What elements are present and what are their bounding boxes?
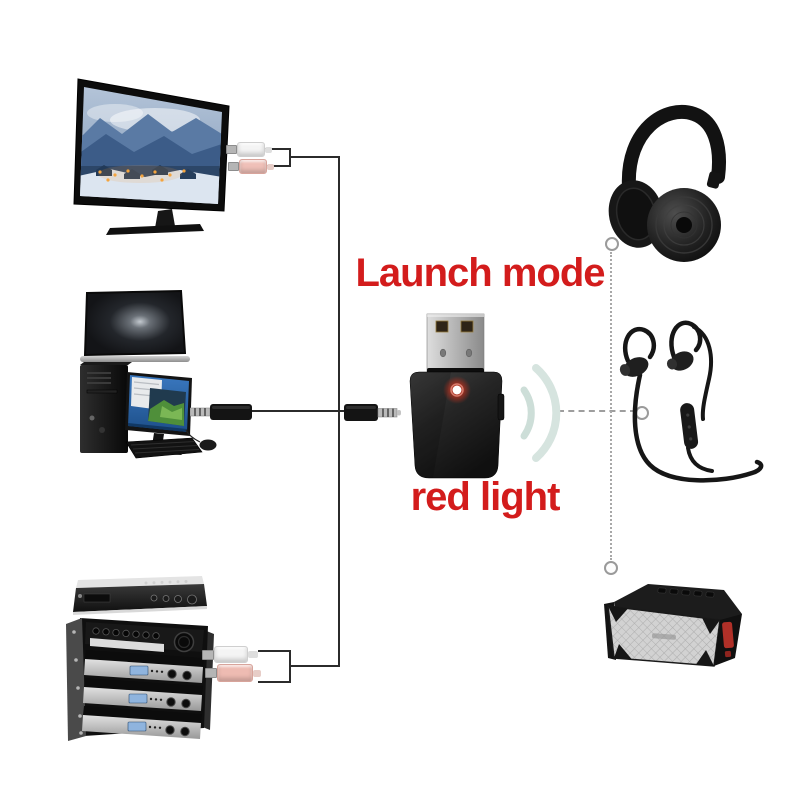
tv: [73, 78, 230, 235]
amplifier-rack: [66, 618, 214, 741]
headphones: [608, 104, 726, 262]
corner-guards: [608, 606, 720, 666]
tv-stand-base: [106, 224, 204, 235]
rca-body: [239, 159, 267, 174]
right-outer-cable: [692, 325, 714, 421]
speaker-red-latch: [722, 621, 734, 649]
aux-jack-pc: [190, 404, 252, 420]
portable-speaker: [604, 584, 742, 667]
headband: [621, 104, 726, 194]
wire-amp-bracket: [289, 650, 291, 683]
rca-body: [214, 646, 248, 663]
rca-cable-stub: [248, 651, 258, 658]
wire-amp-merge: [289, 665, 340, 667]
av-rack: [66, 576, 214, 741]
rca-tip: [202, 649, 214, 660]
left-cable-loop: [632, 372, 764, 483]
rca-tip: [205, 668, 217, 678]
laptop-screen: [83, 289, 187, 357]
wire-tv-white: [260, 148, 291, 150]
tv-stand-neck: [155, 209, 175, 228]
wireless-dotted-bus: [610, 252, 612, 560]
right-ear-hook: [669, 320, 703, 360]
laptop: [80, 289, 190, 362]
pc-tower: [80, 365, 128, 453]
pairing-button: [497, 393, 505, 421]
amp-unit: [84, 650, 204, 683]
amp-rca-white-plug: [202, 646, 258, 663]
wireless-node-speaker: [604, 561, 618, 575]
rca-body: [237, 142, 265, 157]
earbuds: [619, 320, 764, 483]
mouse: [199, 439, 217, 451]
rca-tip: [228, 162, 239, 171]
usb-plug: [426, 313, 485, 373]
amp-unit: [82, 706, 202, 739]
wireless-node-headphones: [605, 237, 619, 251]
right-ear-cup: [647, 188, 721, 262]
wireless-waves-icon: [520, 364, 561, 462]
desktop-pc: [80, 362, 217, 459]
keyboard: [125, 437, 203, 459]
aux-jack-adapter: [344, 404, 401, 421]
left-ear-hook: [622, 326, 657, 364]
tv-rca-red-plug: [228, 159, 274, 174]
tv-screen: [80, 87, 222, 204]
wire-amp-white: [258, 650, 291, 652]
wireless-dashed-link: [558, 410, 636, 412]
wire-tv-red: [260, 165, 291, 167]
dvd-player: [73, 576, 207, 615]
amp-unit: [83, 678, 203, 711]
wire-amp-red: [258, 681, 291, 683]
usb-bluetooth-adapter: [409, 313, 505, 479]
wire-tv-merge: [289, 156, 340, 158]
rca-tip: [226, 145, 237, 154]
inline-remote: [680, 403, 699, 449]
adapter-body: [409, 371, 503, 479]
red-light-label: red light: [410, 475, 561, 519]
rca-body: [217, 664, 253, 682]
rca-cable-stub: [253, 669, 261, 677]
rca-cable-stub: [265, 146, 272, 153]
amp-rca-red-plug: [205, 664, 261, 682]
wire-pc-aux: [250, 410, 346, 412]
launch-mode-label: Launch mode: [355, 251, 605, 295]
rca-cable-stub: [267, 163, 274, 170]
laptop-base: [80, 356, 190, 362]
tv-rca-white-plug: [226, 142, 272, 157]
